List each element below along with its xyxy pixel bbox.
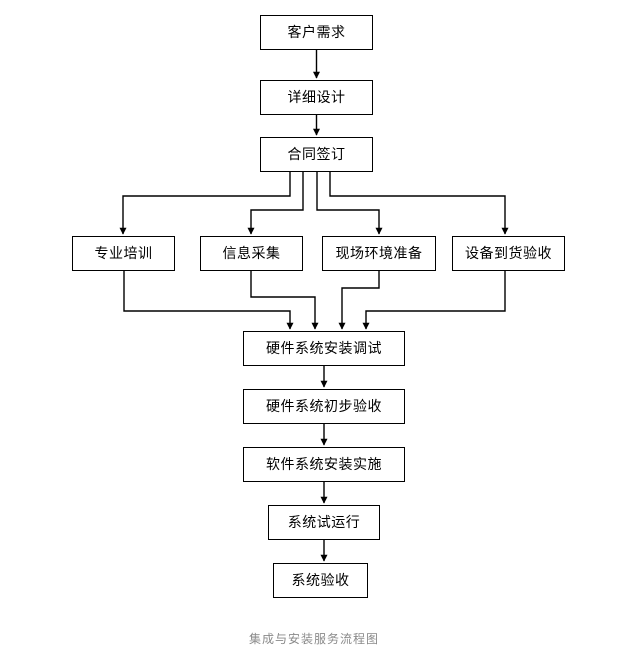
- node-label: 硬件系统安装调试: [266, 340, 382, 357]
- node-site-environment-preparation[interactable]: 现场环境准备: [322, 236, 436, 271]
- node-equipment-arrival-acceptance[interactable]: 设备到货验收: [452, 236, 565, 271]
- node-hardware-preliminary-acceptance[interactable]: 硬件系统初步验收: [243, 389, 405, 424]
- node-software-install-implementation[interactable]: 软件系统安装实施: [243, 447, 405, 482]
- node-system-trial-run[interactable]: 系统试运行: [268, 505, 380, 540]
- edge-training-to-hw-install: [123, 271, 294, 330]
- edge-contract-to-info-collection: [247, 172, 304, 235]
- edge-contract-to-equipment-acceptance: [329, 172, 509, 235]
- node-label: 系统试运行: [287, 514, 361, 531]
- node-label: 现场环境准备: [335, 245, 423, 262]
- node-contract-signing[interactable]: 合同签订: [260, 137, 373, 172]
- node-label: 系统验收: [291, 572, 350, 589]
- node-system-acceptance[interactable]: 系统验收: [273, 563, 368, 598]
- node-label: 详细设计: [287, 89, 346, 106]
- node-label: 软件系统安装实施: [266, 456, 382, 473]
- node-detailed-design[interactable]: 详细设计: [260, 80, 373, 115]
- node-customer-requirement[interactable]: 客户需求: [260, 15, 373, 50]
- node-label: 合同签订: [287, 146, 346, 163]
- edge-site-prep-to-hw-install: [338, 271, 380, 330]
- node-label: 硬件系统初步验收: [266, 398, 382, 415]
- diagram-caption: 集成与安装服务流程图: [248, 632, 379, 646]
- node-information-collection[interactable]: 信息采集: [200, 236, 303, 271]
- edge-equipment-acceptance-to-hw-install: [362, 271, 506, 330]
- edge-info-collection-to-hw-install: [250, 271, 319, 330]
- edge-contract-to-training: [119, 172, 291, 235]
- node-hardware-install-debug[interactable]: 硬件系统安装调试: [243, 331, 405, 366]
- edge-contract-to-site-prep: [316, 172, 383, 235]
- node-label: 客户需求: [287, 24, 346, 41]
- node-label: 设备到货验收: [465, 245, 552, 262]
- node-label: 专业培训: [94, 245, 153, 262]
- node-label: 信息采集: [222, 245, 281, 262]
- node-professional-training[interactable]: 专业培训: [72, 236, 175, 271]
